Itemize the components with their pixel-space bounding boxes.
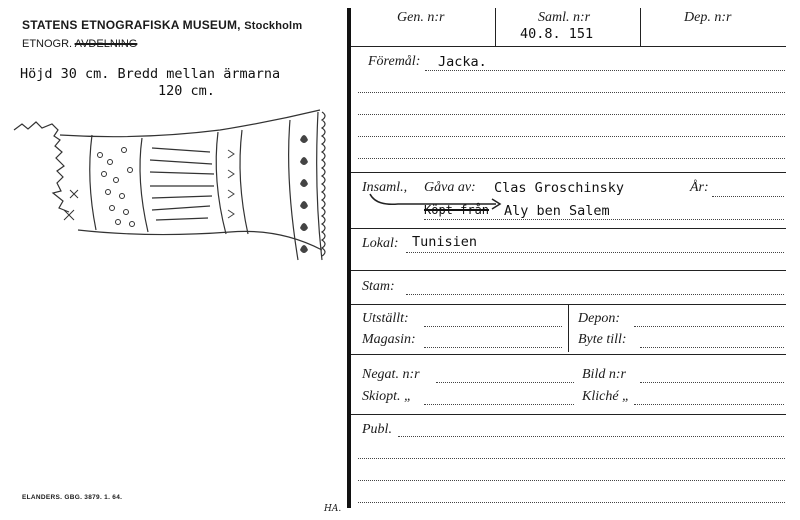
dotted-line <box>634 326 784 327</box>
dotted-line <box>436 382 574 383</box>
publ-label: Publ. <box>362 422 392 437</box>
magasin-label: Magasin: <box>362 332 416 347</box>
gava-av-value: Clas Groschinsky <box>494 180 625 196</box>
dotted-line <box>640 347 784 348</box>
dotted-line <box>358 458 785 459</box>
museum-city: Stockholm <box>244 20 303 32</box>
dotted-line <box>425 70 785 71</box>
top-divider-2 <box>640 8 641 46</box>
dotted-line <box>358 158 785 159</box>
gava-av-label: Gåva av: <box>424 180 476 195</box>
dotted-line <box>712 196 784 197</box>
skiopt-label: Skiopt. „ <box>362 389 412 404</box>
depon-label: Depon: <box>578 311 620 326</box>
dimension-note-line1: Höjd 30 cm. Bredd mellan ärmarna <box>20 66 281 82</box>
rule <box>351 270 786 271</box>
rule <box>351 228 786 229</box>
saml-nr-value: 40.8. 151 <box>520 26 594 42</box>
seller-value: Aly ben Salem <box>504 203 610 219</box>
dotted-line <box>398 436 784 437</box>
dotted-line <box>358 502 785 503</box>
dotted-line <box>406 294 784 295</box>
kliche-label: Kliché „ <box>582 389 630 404</box>
split-divider <box>568 304 569 352</box>
rule <box>351 354 786 355</box>
dotted-line <box>424 347 562 348</box>
department-line: ETNOGR. AVDELNING <box>22 38 137 50</box>
foremal-value: Jacka. <box>438 54 487 70</box>
rule <box>351 414 786 415</box>
initials: HA. <box>324 504 342 514</box>
dotted-line <box>634 404 784 405</box>
dotted-line <box>358 480 785 481</box>
negat-nr-label: Negat. n:r <box>362 367 420 382</box>
card-divider <box>347 8 351 508</box>
department-label: ETNOGR. <box>22 38 73 50</box>
stam-label: Stam: <box>362 279 395 294</box>
printer-imprint: ELANDERS. GBG. 3879. 1. 64. <box>22 494 123 501</box>
saml-nr-label: Saml. n:r <box>538 10 591 25</box>
rule <box>351 46 786 47</box>
dotted-line <box>424 326 562 327</box>
byte-till-label: Byte till: <box>578 332 627 347</box>
gen-nr-label: Gen. n:r <box>397 10 445 25</box>
dotted-line <box>358 92 785 93</box>
lokal-label: Lokal: <box>362 236 399 251</box>
bild-nr-label: Bild n:r <box>582 367 626 382</box>
dep-nr-label: Dep. n:r <box>684 10 732 25</box>
rule <box>351 172 786 173</box>
foremal-label: Föremål: <box>368 54 421 69</box>
dotted-line <box>406 252 784 253</box>
handwritten-arrow <box>369 193 502 210</box>
utstallt-label: Utställt: <box>362 311 409 326</box>
dotted-line <box>424 404 574 405</box>
museum-name: STATENS ETNOGRAFISKA MUSEUM, Stockholm <box>22 18 303 32</box>
lokal-value: Tunisien <box>412 234 478 250</box>
dotted-line <box>640 382 784 383</box>
top-divider-1 <box>495 8 496 46</box>
ar-label: År: <box>690 180 709 195</box>
dotted-line <box>358 114 785 115</box>
dimension-note-line2: 120 cm. <box>158 83 215 99</box>
struck-seller-label: Köpt från <box>424 203 490 217</box>
struck-department-word: AVDELNING <box>74 38 138 50</box>
dotted-line <box>358 136 785 137</box>
jacket-sketch <box>13 109 326 261</box>
insaml-label: Insaml., <box>362 180 408 195</box>
dotted-line <box>424 219 784 220</box>
